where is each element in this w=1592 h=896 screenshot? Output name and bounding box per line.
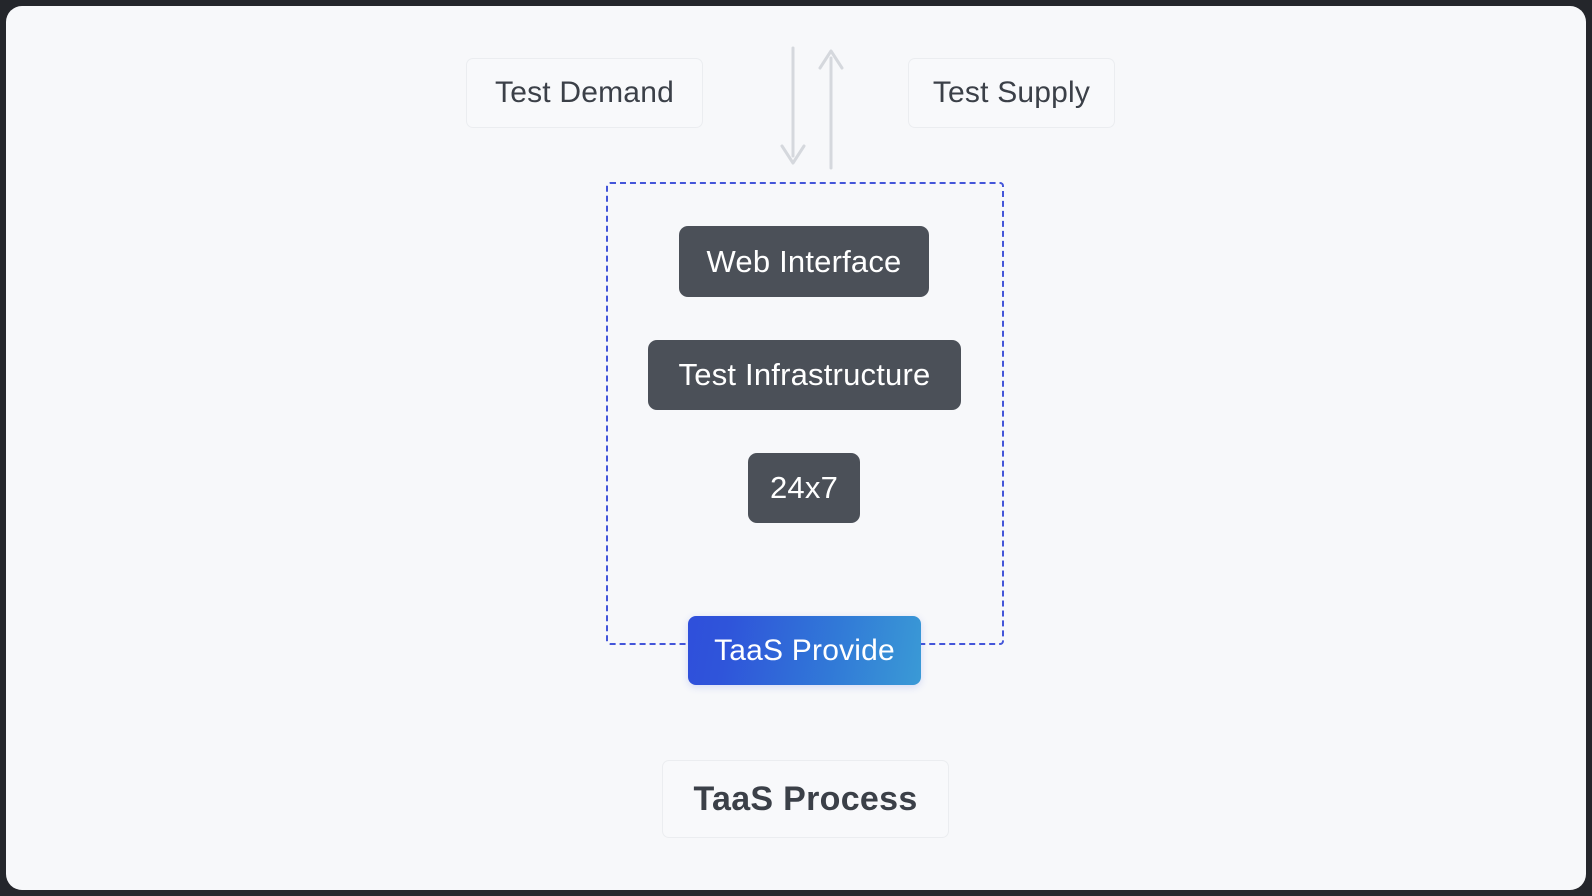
node-test-infrastructure-label: Test Infrastructure [678,357,931,392]
arrow-group [768,46,848,171]
node-web-interface[interactable]: Web Interface [679,226,929,297]
diagram-canvas: Test Demand Test Supply Web Interface Te… [6,6,1586,890]
chip-taas-process-label: TaaS Process [693,779,918,818]
chip-taas-process[interactable]: TaaS Process [662,760,949,838]
node-availability-24x7[interactable]: 24x7 [748,453,860,523]
node-web-interface-label: Web Interface [706,243,902,279]
node-taas-provide-label: TaaS Provide [714,633,895,667]
node-test-infrastructure[interactable]: Test Infrastructure [648,340,961,410]
chip-test-demand[interactable]: Test Demand [466,58,703,128]
bidirectional-arrows-svg [780,46,844,170]
node-taas-provide[interactable]: TaaS Provide [688,616,921,685]
node-availability-label: 24x7 [769,470,839,505]
arrow-down-icon [780,46,806,165]
chip-test-demand-label: Test Demand [495,76,674,109]
chip-test-supply-label: Test Supply [932,76,1091,109]
arrow-up-icon [818,49,844,170]
chip-test-supply[interactable]: Test Supply [908,58,1115,128]
